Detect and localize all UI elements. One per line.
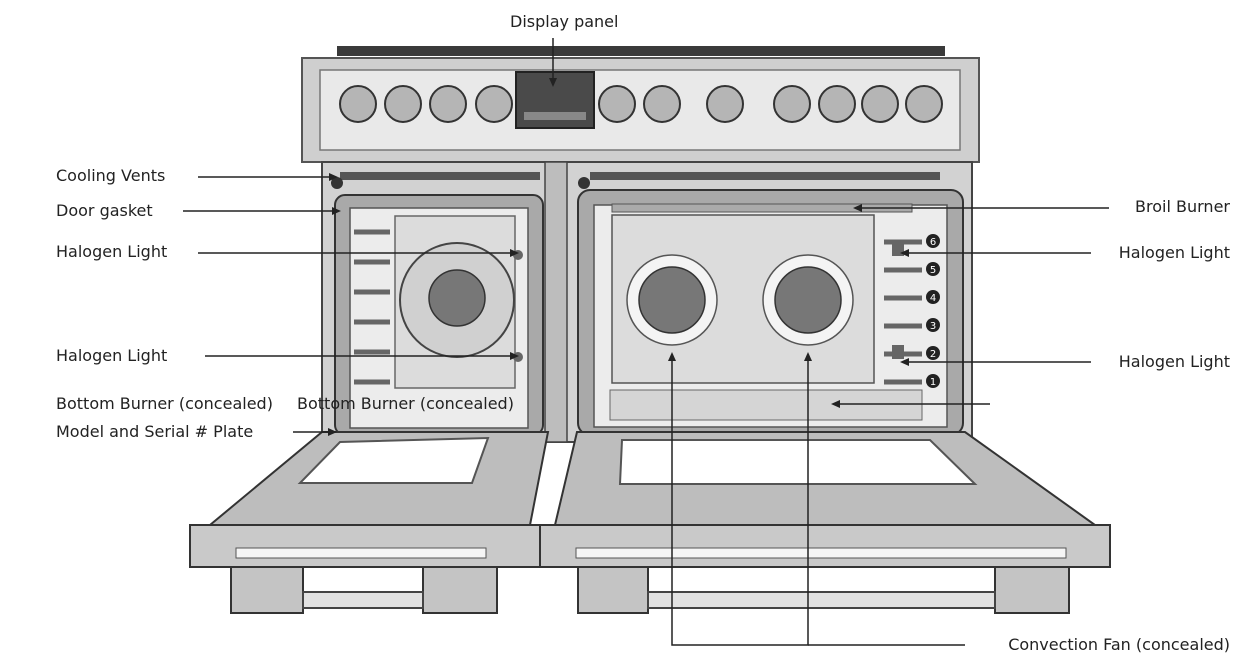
knob [706,85,744,123]
rack-position-label: 1 [930,377,936,388]
label-halogen-light-left-top: Halogen Light [56,242,168,261]
label-convection-fan: Convection Fan (concealed) [1008,635,1230,654]
label-halogen-light-left-bottom: Halogen Light [56,346,168,365]
right-fan-grille-2 [774,266,842,334]
knob [339,85,377,123]
cooktop-grates [337,46,945,56]
right-handle-bar [647,591,996,609]
right-door-base [539,524,1111,568]
knob [905,85,943,123]
left-door-base [189,524,543,568]
right-door-handle [575,547,1067,559]
knob [598,85,636,123]
callout-convection-fan [671,355,809,646]
right-fan-grille-1 [638,266,706,334]
callout-lines [183,38,1109,646]
rack-position-label: 5 [930,265,936,276]
knob [429,85,467,123]
left-handle-bar [302,591,424,609]
label-bottom-burner-left: Bottom Burner (concealed) [56,394,273,413]
label-cooling-vents: Cooling Vents [56,166,166,185]
label-halogen-light-right-bottom: Halogen Light [1118,352,1230,371]
door-legs [230,566,1070,614]
rack-position-label: 4 [930,293,936,304]
center-divider [544,161,568,443]
label-display-panel: Display panel [510,12,619,31]
label-door-gasket: Door gasket [56,201,153,220]
left-rack-rails [354,229,390,385]
rack-position-label: 2 [930,349,936,360]
label-halogen-light-right-top: Halogen Light [1118,243,1230,262]
left-door-window [297,436,490,484]
knob [384,85,422,123]
rack-position-label: 3 [930,321,936,332]
rack-position-badges: 6 5 4 3 2 1 [926,234,940,388]
rack-position-label: 6 [930,237,936,248]
callout-arrowheads [328,78,909,436]
label-model-serial-plate: Model and Serial # Plate [56,422,254,441]
bottom-burner-cover [609,389,923,421]
knob [861,85,899,123]
knob [475,85,513,123]
cooling-vent-right [590,172,940,180]
right-door-window [618,439,978,485]
cooling-vent-left [340,172,540,180]
knob [773,85,811,123]
left-fan-grille [428,269,486,327]
knob [818,85,856,123]
control-knobs [339,85,943,123]
knob [643,85,681,123]
label-broil-burner: Broil Burner [1135,197,1230,216]
label-bottom-burner-right: Bottom Burner (concealed) [297,394,514,413]
left-door-handle [235,547,487,559]
right-halogen-lights [892,242,904,359]
